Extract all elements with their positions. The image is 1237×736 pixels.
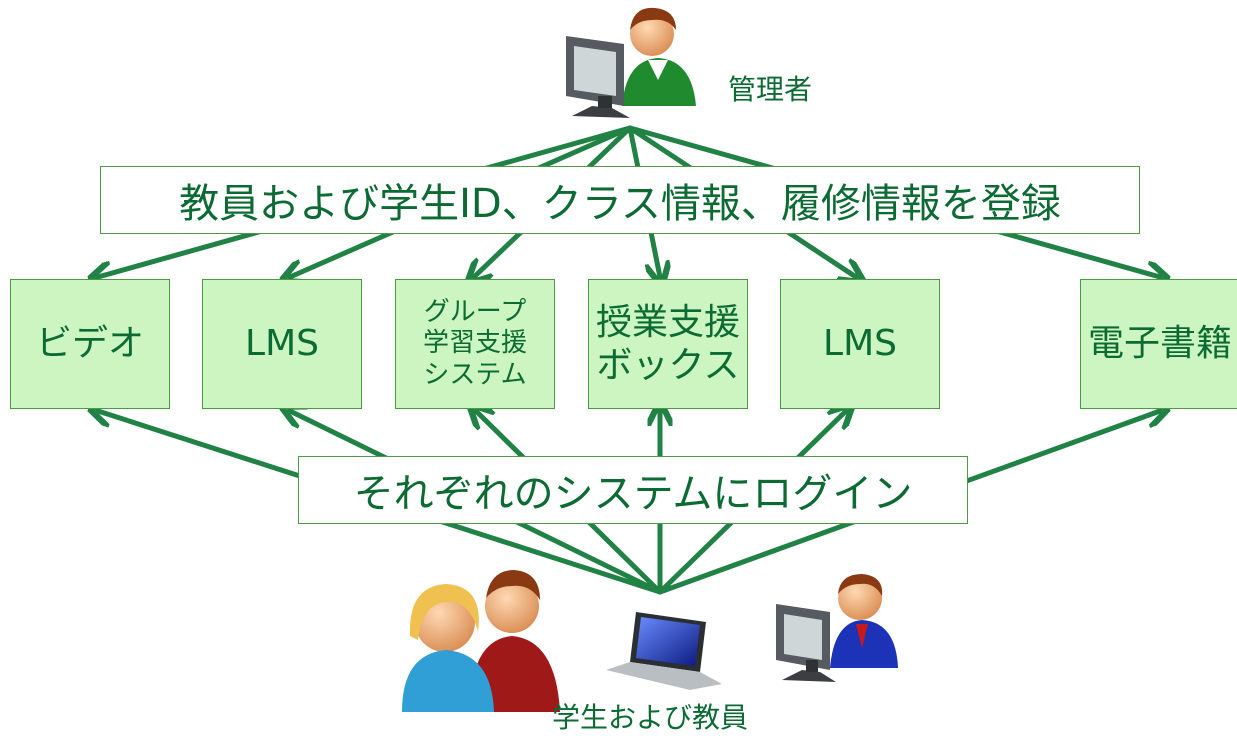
users-label: 学生および教員: [552, 701, 749, 734]
admin-label: 管理者: [728, 73, 813, 106]
login-band-text: それぞれのシステムにログイン: [353, 471, 913, 517]
login-band: それぞれのシステムにログイン: [298, 456, 968, 524]
system-label-lms-1: LMS: [245, 323, 319, 365]
system-label-video: ビデオ: [35, 323, 144, 365]
system-label-group-learning: グループ 学習支援 システム: [422, 297, 527, 390]
register-band-text: 教員および学生ID、クラス情報、履修情報を登録: [179, 181, 1061, 227]
system-box-ebook: 電子書籍: [1080, 279, 1237, 409]
laptop-icon: [606, 612, 722, 690]
system-label-class-support: 授業支援 ボックス: [595, 301, 740, 386]
teacher-computer-icon: [776, 574, 898, 682]
register-band: 教員および学生ID、クラス情報、履修情報を登録: [100, 166, 1140, 234]
system-label-lms-2: LMS: [823, 323, 897, 365]
students-icon: [402, 570, 560, 712]
system-box-lms-1: LMS: [202, 279, 362, 409]
system-box-group-learning: グループ 学習支援 システム: [395, 279, 555, 409]
system-label-ebook: 電子書籍: [1087, 323, 1232, 365]
admin-computer-user-icon: [566, 7, 696, 118]
system-box-class-support: 授業支援 ボックス: [588, 279, 748, 409]
system-box-lms-2: LMS: [780, 279, 940, 409]
system-box-video: ビデオ: [10, 279, 170, 409]
